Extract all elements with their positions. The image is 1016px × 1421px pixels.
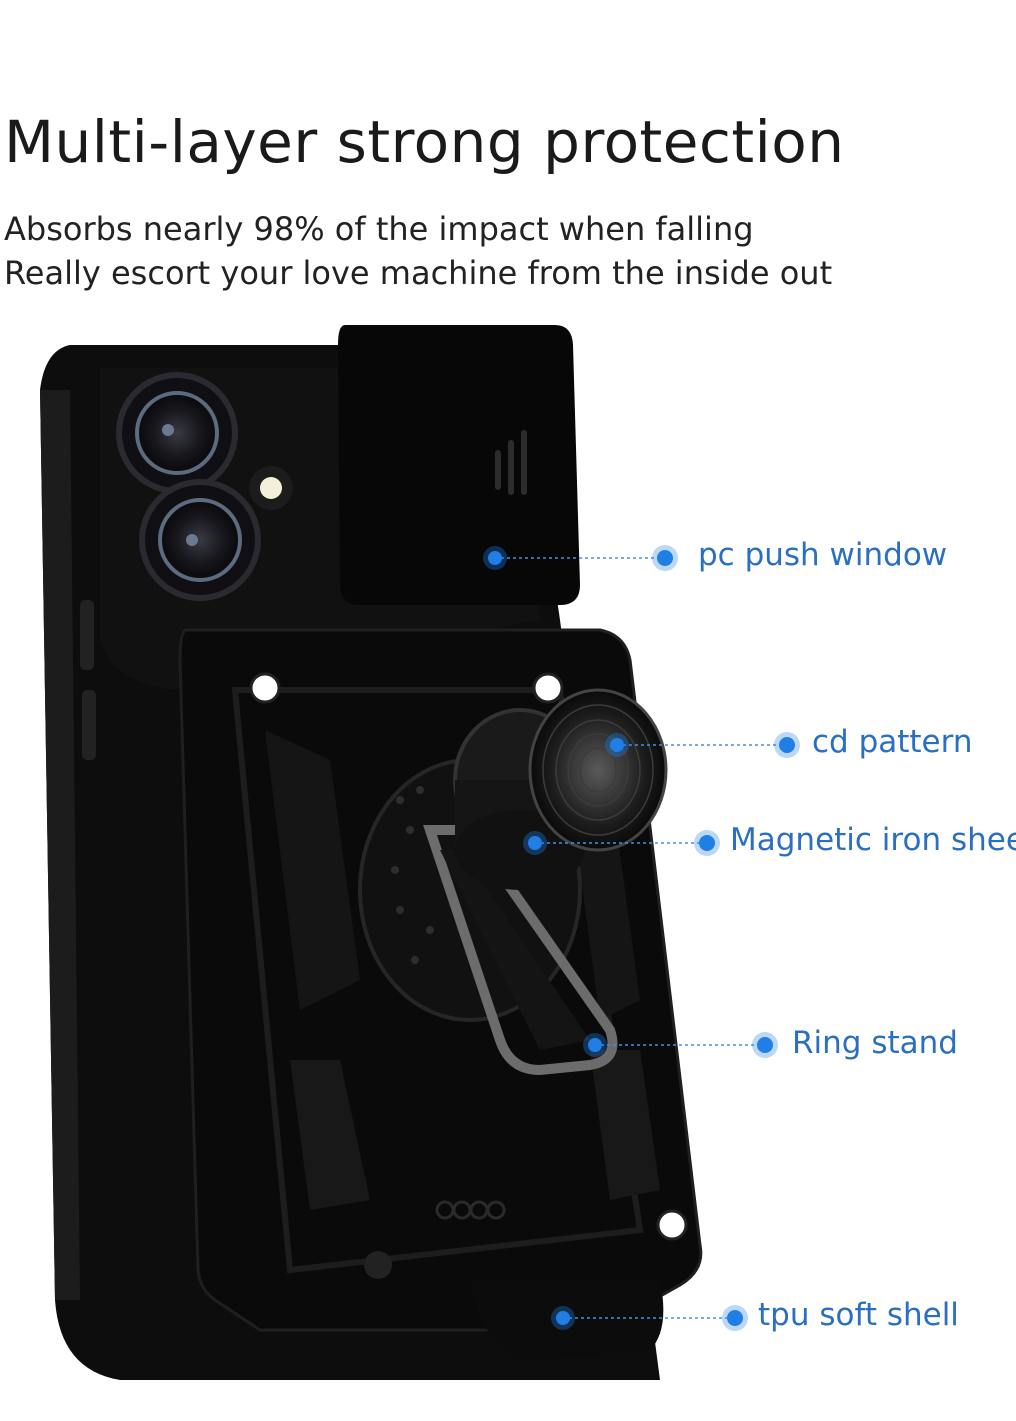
subtitle-line-1: Absorbs nearly 98% of the impact when fa… xyxy=(4,210,754,248)
callout-ring-stand: Ring stand xyxy=(792,1025,958,1061)
callout-magnetic-iron-sheet: Magnetic iron sheet xyxy=(730,822,1016,858)
page-title: Multi-layer strong protection xyxy=(4,108,845,176)
callout-cd-pattern: cd pattern xyxy=(812,724,973,760)
subtitle-line-2: Really escort your love machine from the… xyxy=(4,254,833,292)
callout-tpu-soft-shell: tpu soft shell xyxy=(758,1297,959,1333)
callout-pc-push-window: pc push window xyxy=(698,537,948,573)
